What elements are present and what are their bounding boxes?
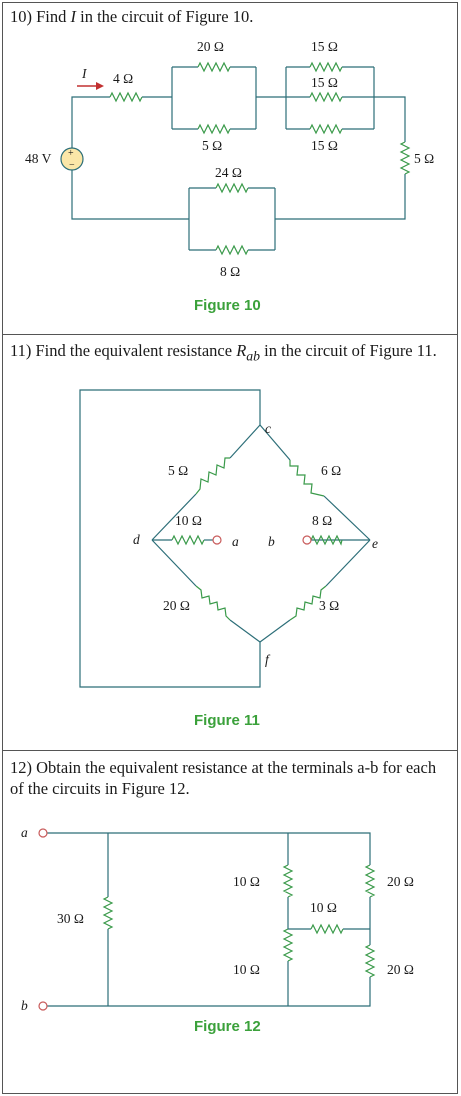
- fig10-r8-label: 8 Ω: [220, 264, 240, 279]
- fig12-r20top-label: 20 Ω: [387, 874, 414, 889]
- fig11-terminal-b-label: b: [268, 534, 275, 549]
- fig10-r5a-label: 5 Ω: [202, 138, 222, 153]
- fig12-terminal-b-label: b: [21, 998, 28, 1013]
- problem-11-text: 11) Find the equivalent resistance Rab i…: [10, 341, 437, 364]
- resistor-8-ohm: [310, 534, 343, 546]
- fig11-r6-label: 6 Ω: [321, 463, 341, 478]
- fig12-wires: [47, 832, 371, 1007]
- terminal-a: [38, 828, 48, 838]
- fig11-node-c: c: [265, 421, 271, 436]
- fig10-resistors: [109, 61, 411, 256]
- resistor-5-ohm-right: [399, 141, 411, 175]
- figure-11-circuit: c d e f a b 5 Ω 6 Ω 10 Ω 8 Ω 20 Ω 3 Ω: [79, 389, 378, 688]
- fig11-node-f: f: [265, 652, 271, 667]
- figure-12-caption: Figure 12: [194, 1018, 261, 1035]
- fig10-r20-label: 20 Ω: [197, 39, 224, 54]
- resistor-10-ohm: [171, 534, 205, 546]
- resistor-20-ohm-top: [364, 864, 376, 898]
- fig12-r10mid-label: 10 Ω: [310, 900, 337, 915]
- fig11-terminal-a-label: a: [232, 534, 239, 549]
- section-divider-2: [2, 750, 458, 751]
- fig10-wires: [71, 66, 406, 251]
- resistor-6-ohm: [289, 460, 325, 497]
- fig12-r30-label: 30 Ω: [57, 911, 84, 926]
- terminal-b: [302, 535, 312, 545]
- fig11-node-d: d: [133, 532, 140, 547]
- resistor-4-ohm: [109, 91, 143, 103]
- fig10-r24-label: 24 Ω: [215, 165, 242, 180]
- fig11-r5-label: 5 Ω: [168, 463, 188, 478]
- resistor-20-ohm: [197, 61, 231, 73]
- figure-12-circuit: a b 30 Ω 10 Ω 10 Ω 10 Ω 20 Ω 20 Ω: [21, 825, 414, 1013]
- resistor-15-ohm-2: [309, 91, 343, 103]
- terminal-a: [212, 535, 222, 545]
- problem-12-text: 12) Obtain the equivalent resistance at …: [10, 758, 437, 798]
- fig11-r8-label: 8 Ω: [312, 513, 332, 528]
- resistor-10-ohm-top: [282, 864, 294, 898]
- fig11-node-e: e: [372, 536, 378, 551]
- resistor-10-ohm-middle: [310, 923, 344, 935]
- resistor-20-ohm-bottom: [364, 944, 376, 978]
- fig12-resistors: [102, 864, 376, 978]
- resistor-8-ohm: [215, 244, 249, 256]
- fig11-wires: [79, 389, 371, 688]
- figure-11-caption: Figure 11: [194, 712, 260, 729]
- resistor-5-ohm-top: [197, 123, 231, 135]
- resistor-24-ohm: [215, 182, 249, 194]
- svg-text:−: −: [69, 160, 75, 171]
- resistor-15-ohm-3: [309, 123, 343, 135]
- resistor-3-ohm: [289, 585, 327, 621]
- voltage-source-48v: [60, 147, 84, 171]
- fig10-r15a-label: 15 Ω: [311, 39, 338, 54]
- problem-10-text: 10) Find I in the circuit of Figure 10.: [10, 7, 254, 26]
- fig12-r10bot-label: 10 Ω: [233, 962, 260, 977]
- fig11-resistors: [171, 457, 343, 621]
- fig11-r10-label: 10 Ω: [175, 513, 202, 528]
- figure-10-circuit: + − I 48 V 4 Ω 20 Ω 5 Ω 15 Ω 15 Ω 15 Ω 5…: [25, 39, 434, 279]
- section-divider-1: [2, 334, 458, 335]
- fig10-r4-label: 4 Ω: [113, 71, 133, 86]
- resistor-15-ohm-1: [309, 61, 343, 73]
- fig10-r15c-label: 15 Ω: [311, 138, 338, 153]
- resistor-5-ohm: [195, 457, 230, 495]
- fig10-r5b-label: 5 Ω: [414, 151, 434, 166]
- figure-10-caption: Figure 10: [194, 297, 261, 314]
- fig10-current-label: I: [81, 66, 88, 81]
- fig12-terminal-a-label: a: [21, 825, 28, 840]
- fig12-r10top-label: 10 Ω: [233, 874, 260, 889]
- resistor-10-ohm-bottom: [282, 928, 294, 962]
- fig10-source-label: 48 V: [25, 151, 52, 166]
- fig10-r15b-label: 15 Ω: [311, 75, 338, 90]
- terminal-b: [38, 1001, 48, 1011]
- current-arrow-icon: [77, 82, 104, 90]
- resistor-30-ohm: [102, 896, 114, 930]
- fig12-r20bot-label: 20 Ω: [387, 962, 414, 977]
- svg-text:+: +: [68, 148, 74, 159]
- resistor-20-ohm: [195, 585, 231, 621]
- fig11-r20-label: 20 Ω: [163, 598, 190, 613]
- fig11-r3-label: 3 Ω: [319, 598, 339, 613]
